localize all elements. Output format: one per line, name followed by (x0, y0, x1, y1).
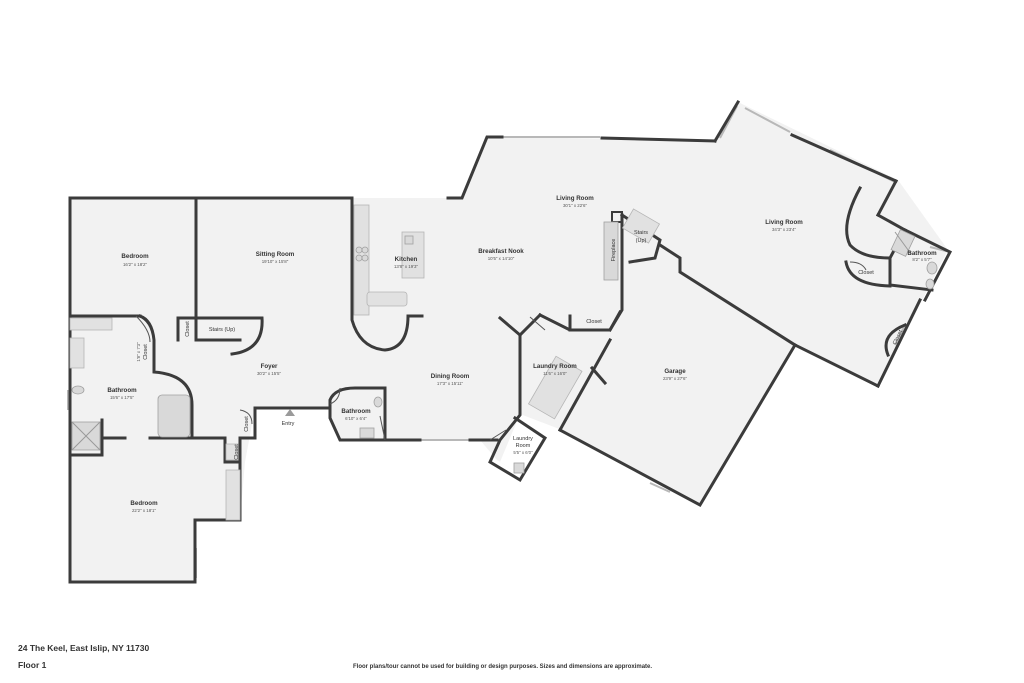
room-dimensions: 23'9" x 27'6" (663, 376, 688, 381)
room-dimensions: 22'2" x 18'1" (132, 508, 157, 513)
room-name: Stairs (Up) (209, 327, 235, 333)
room-name: Sitting Room (256, 251, 295, 258)
room-dimensions: 30'1" x 22'6" (563, 203, 588, 208)
room-dimensions: 13'8" x 19'3" (394, 264, 419, 269)
room-name: Room (516, 443, 531, 449)
room-dimensions: 30'2" x 15'5" (257, 371, 282, 376)
room-dimensions: 11'6" x 16'0" (543, 371, 567, 376)
room-dimensions: 5'5" x 6'0" (513, 450, 533, 455)
room-name: Living Room (556, 195, 594, 202)
room-name: Laundry (513, 436, 533, 442)
room-name: (Up) (636, 238, 647, 244)
room-name: Entry (282, 421, 295, 427)
room-dimensions: 6'10" x 6'4" (345, 416, 367, 421)
room-name: Bedroom (130, 500, 158, 507)
room-name: Dining Room (431, 373, 470, 380)
room-dimensions: 1'8" x 7'3" (136, 342, 141, 362)
room-dimensions: 15'6" x 17'5" (110, 395, 135, 400)
room-dimensions: 10'5" x 14'10" (488, 256, 515, 261)
room-name: Closet (244, 416, 250, 432)
room-name: Closet (234, 444, 240, 460)
room-dimensions: 19'10" x 15'8" (262, 259, 289, 264)
room-name: Garage (664, 368, 686, 375)
room-name: Bathroom (907, 250, 937, 257)
room-name: Laundry Room (533, 363, 577, 370)
room-dimensions: 8'2" x 5'7" (912, 257, 932, 262)
room-name: Bathroom (341, 408, 371, 415)
floor-label: Floor 1 (18, 660, 47, 670)
room-dimensions: 34'3" x 23'4" (772, 227, 797, 232)
room-labels: Bedroom 16'2" x 18'2" Sitting Room 19'10… (107, 195, 937, 513)
room-name: Kitchen (395, 256, 418, 263)
fixtures (69, 204, 938, 521)
room-dimensions: 16'2" x 18'2" (123, 262, 148, 267)
floor-fills (70, 102, 948, 582)
disclaimer-text: Floor plans/tour cannot be used for buil… (353, 664, 653, 670)
room-name: Closet (185, 321, 191, 337)
room-name: Closet (143, 344, 149, 360)
property-address: 24 The Keel, East Islip, NY 11730 (18, 643, 150, 653)
room-name: Foyer (261, 363, 278, 370)
room-name: Bathroom (107, 387, 137, 394)
walls (68, 99, 953, 584)
room-name: Breakfast Nook (478, 248, 524, 255)
room-name: Stairs (634, 230, 648, 236)
room-dimensions: 17'3" x 15'11" (437, 381, 464, 386)
room-name: Living Room (765, 219, 803, 226)
room-name: Closet (586, 319, 602, 325)
room-name: Fireplace (611, 239, 617, 262)
room-name: Closet (858, 270, 874, 276)
room-name: Bedroom (121, 253, 149, 260)
